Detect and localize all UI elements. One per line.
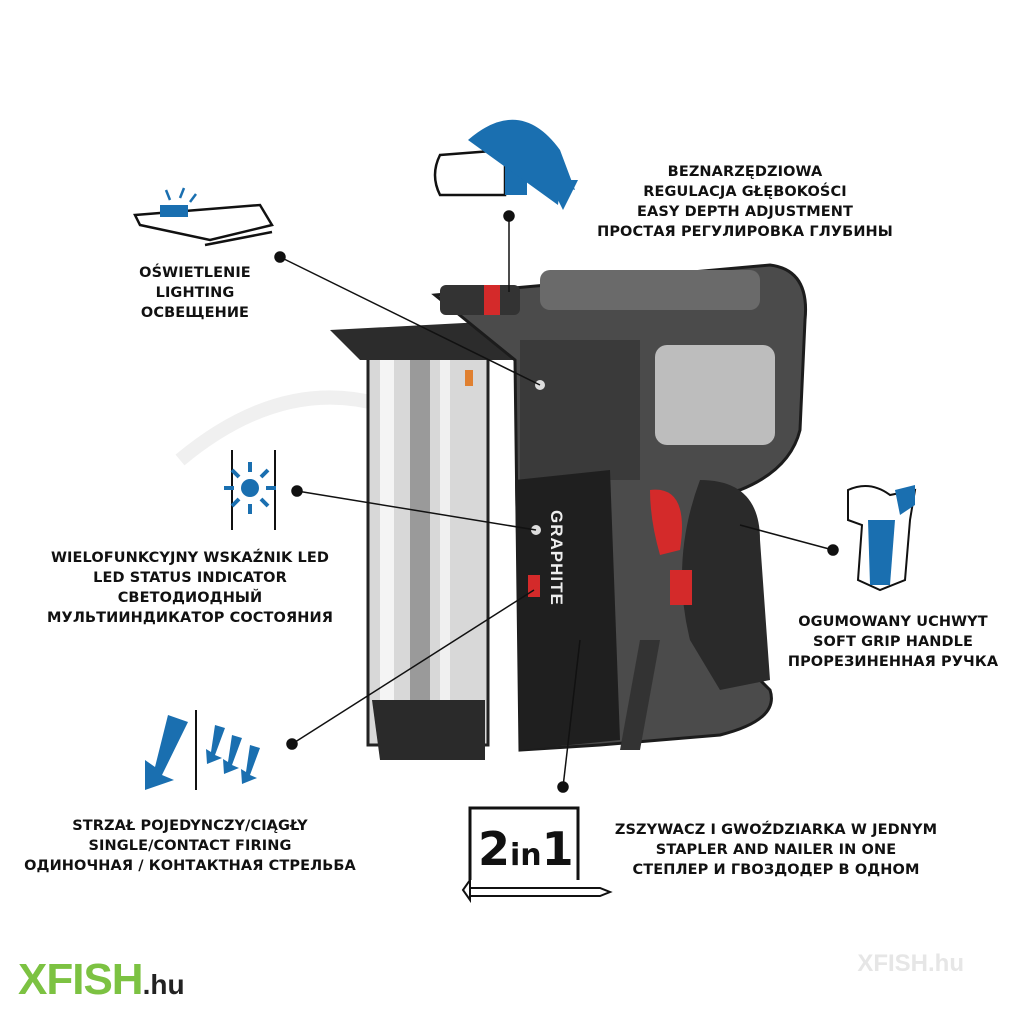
badge-number: 1 bbox=[541, 822, 574, 876]
led-caption: WIELOFUNKCYJNY WSKAŹNIK LED LED STATUS I… bbox=[47, 548, 333, 628]
depth-wheel bbox=[484, 285, 500, 315]
caption-line: СТЕПЛЕР И ГВОЗДОДЕР В ОДНОМ bbox=[632, 862, 920, 878]
logo-name: XFISH bbox=[18, 955, 144, 1004]
grip-caption: OGUMOWANY UCHWYT SOFT GRIP HANDLE ПРОРЕЗ… bbox=[788, 612, 998, 672]
caption-line: STRZAŁ POJEDYNCZY/CIĄGŁY bbox=[72, 818, 308, 834]
depth-adjustment-caption: BEZNARZĘDZIOWA REGULACJA GŁĘBOKOŚCI EASY… bbox=[597, 162, 893, 242]
caption-line: LED STATUS INDICATOR bbox=[93, 570, 287, 586]
caption-line: EASY DEPTH ADJUSTMENT bbox=[637, 204, 853, 220]
lighting-icon bbox=[133, 187, 274, 247]
caption-line: REGULACJA GŁĘBOKOŚCI bbox=[643, 184, 847, 200]
caption-line: BEZNARZĘDZIOWA bbox=[667, 164, 823, 180]
trigger bbox=[650, 489, 682, 555]
led-icon bbox=[224, 450, 276, 530]
caption-line: ОСВЕЩЕНИЕ bbox=[140, 305, 250, 321]
xfish-logo: XFISH.hu bbox=[18, 955, 185, 1005]
caption-line: STAPLER AND NAILER IN ONE bbox=[655, 842, 897, 858]
two-in-one-icon bbox=[461, 806, 613, 904]
lighting-caption: OŚWIETLENIE LIGHTING ОСВЕЩЕНИЕ bbox=[139, 263, 251, 323]
tool-body bbox=[431, 263, 808, 752]
logo-tld: .hu bbox=[142, 969, 185, 1000]
caption-line: SOFT GRIP HANDLE bbox=[812, 634, 974, 650]
firing-mode-icon bbox=[145, 710, 260, 790]
caption-line: ПРОРЕЗИНЕННАЯ РУЧКА bbox=[787, 654, 999, 670]
caption-line: СВЕТОДИОДНЫЙ bbox=[117, 590, 263, 606]
caption-line: OŚWIETLENIE bbox=[139, 265, 251, 281]
grip-icon bbox=[847, 485, 917, 592]
two-in-one-caption: ZSZYWACZ I GWOŹDZIARKA W JEDNYM STAPLER … bbox=[615, 820, 937, 880]
caption-line: SINGLE/CONTACT FIRING bbox=[88, 838, 292, 854]
caption-line: ОДИНОЧНАЯ / КОНТАКТНАЯ СТРЕЛЬБА bbox=[24, 858, 356, 874]
depth-adjust-icon bbox=[433, 119, 578, 210]
caption-line: МУЛЬТИИНДИКАТОР СОСТОЯНИЯ bbox=[47, 610, 333, 626]
badge-in: in bbox=[510, 838, 542, 873]
caption-line: ПРОСТАЯ РЕГУЛИРОВКА ГЛУБИНЫ bbox=[597, 224, 893, 240]
firing-caption: STRZAŁ POJEDYNCZY/CIĄGŁY SINGLE/CONTACT … bbox=[24, 816, 356, 876]
grip bbox=[682, 480, 770, 690]
callout-lines bbox=[274, 210, 839, 793]
brand-label: GRAPHITE bbox=[547, 510, 566, 606]
firing-switch bbox=[528, 575, 540, 597]
watermark: XFISH.hu bbox=[857, 950, 964, 977]
caption-line: OGUMOWANY UCHWYT bbox=[798, 614, 988, 630]
badge-number: 2 bbox=[478, 822, 511, 876]
caption-line: LIGHTING bbox=[155, 285, 235, 301]
caption-line: ZSZYWACZ I GWOŹDZIARKA W JEDNYM bbox=[614, 822, 938, 838]
caption-line: WIELOFUNKCYJNY WSKAŹNIK LED bbox=[50, 550, 330, 566]
magazine bbox=[330, 320, 520, 760]
two-in-one-badge: 2in1 bbox=[478, 822, 574, 876]
